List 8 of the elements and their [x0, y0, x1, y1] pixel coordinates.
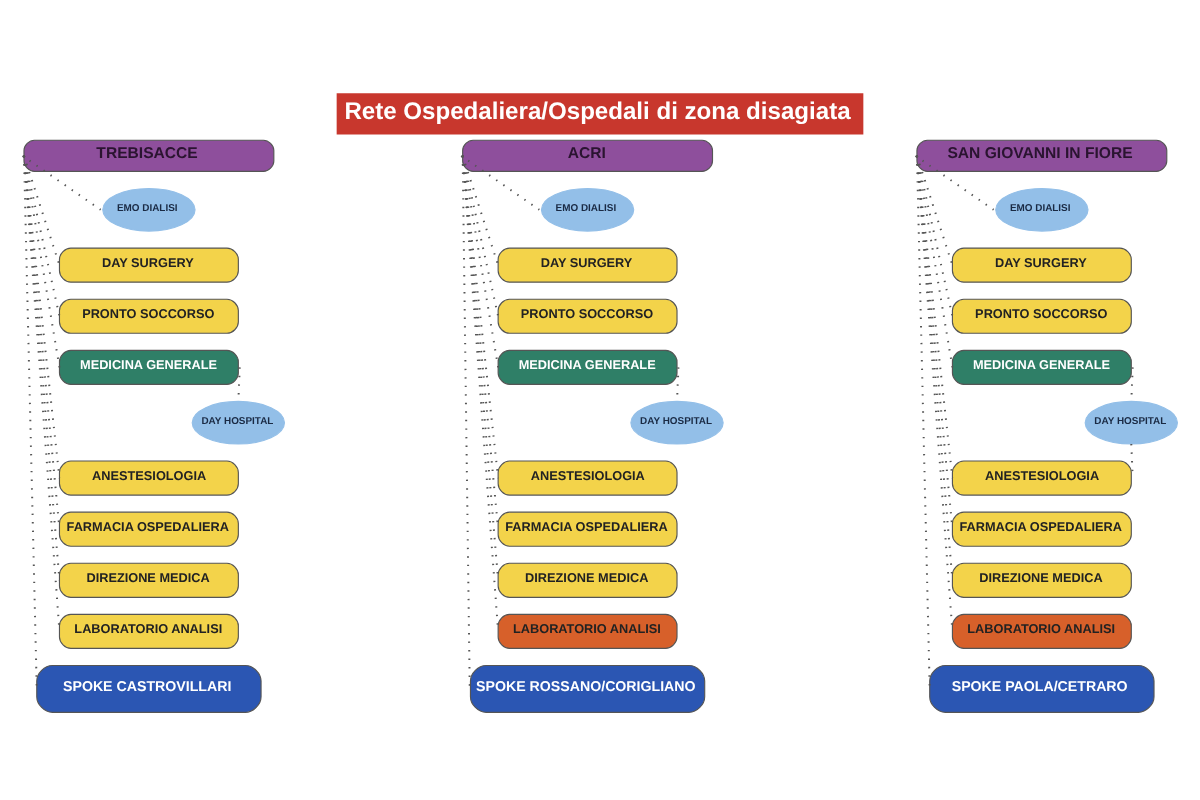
node-box: ACRI	[462, 139, 714, 172]
connector	[460, 154, 541, 211]
node-box: SAN GIOVANNI IN FIORE	[916, 139, 1168, 172]
diagram-title: Rete Ospedaliera/Ospedali di zona disagiata	[344, 97, 851, 126]
connector	[914, 154, 995, 211]
node-box: TREBISACCE	[23, 139, 275, 172]
connector	[21, 154, 102, 211]
connector	[461, 154, 471, 690]
